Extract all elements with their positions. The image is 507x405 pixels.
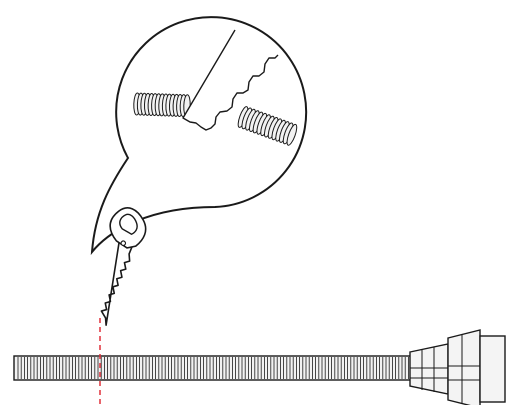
tube-rib [286, 123, 298, 146]
saw-rivet [120, 240, 127, 247]
connector-tip [479, 335, 506, 403]
corrugated-cable [13, 355, 413, 381]
cable-connector [409, 329, 506, 405]
connector-collar [409, 343, 449, 395]
detail-cable-right [237, 106, 298, 146]
hand-saw-icon [100, 207, 147, 326]
saw-handle-grip-hole [119, 213, 138, 236]
saw-blade [100, 238, 137, 326]
detail-cable-left [133, 92, 191, 118]
magnifier-callout [90, 16, 308, 256]
connector-nut [447, 329, 481, 405]
detail-saw-blade [182, 29, 279, 131]
cable-ribs [17, 357, 409, 379]
